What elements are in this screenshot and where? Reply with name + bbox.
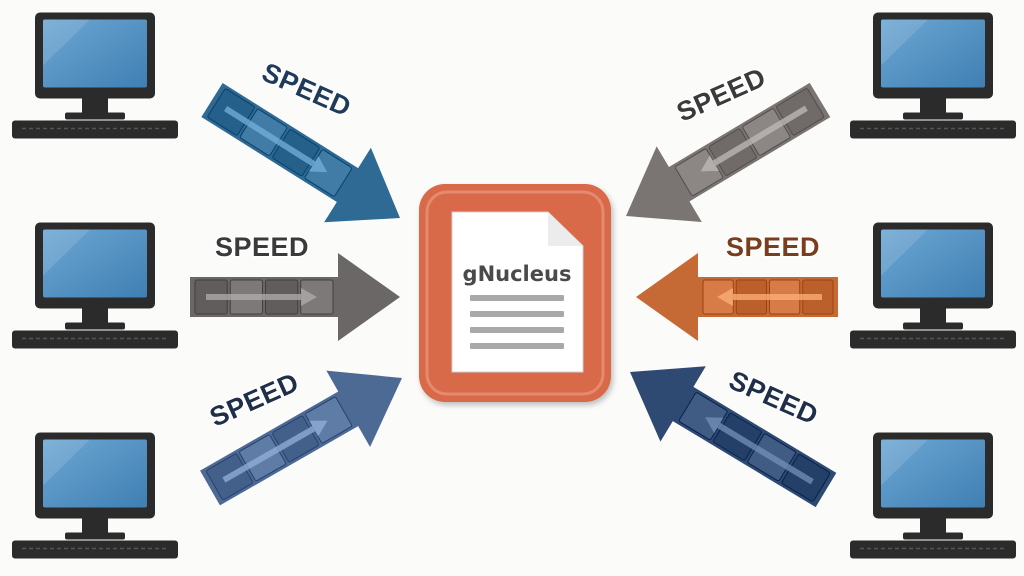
arrow-left-top (201, 83, 401, 223)
data-stream-arrow (194, 279, 334, 315)
computer-left-top (11, 11, 179, 140)
hub-title: gNucleus (463, 262, 572, 286)
computer-right-top (849, 11, 1017, 140)
speed-label-left-middle: SPEED (215, 232, 309, 262)
arrow-left-middle (190, 253, 400, 341)
arrow-right-bottom (630, 366, 837, 508)
arrow-left-bottom (200, 370, 402, 506)
data-stream-arrow (206, 396, 353, 501)
document-lines (470, 295, 564, 349)
data-stream-arrow (207, 88, 353, 197)
data-stream-arrow (678, 392, 831, 502)
document-icon: gNucleus (451, 211, 584, 373)
speed-label-left-top: SPEED (258, 57, 356, 123)
arrow-right-top (626, 82, 831, 222)
data-stream-arrow (702, 279, 834, 315)
arrow-right-middle (636, 253, 838, 341)
computer-right-middle (849, 221, 1017, 350)
speed-label-right-middle: SPEED (726, 232, 820, 262)
data-stream-arrow (675, 88, 825, 196)
computer-left-middle (11, 221, 179, 350)
computer-right-bottom (849, 431, 1017, 560)
computer-left-bottom (11, 431, 179, 560)
